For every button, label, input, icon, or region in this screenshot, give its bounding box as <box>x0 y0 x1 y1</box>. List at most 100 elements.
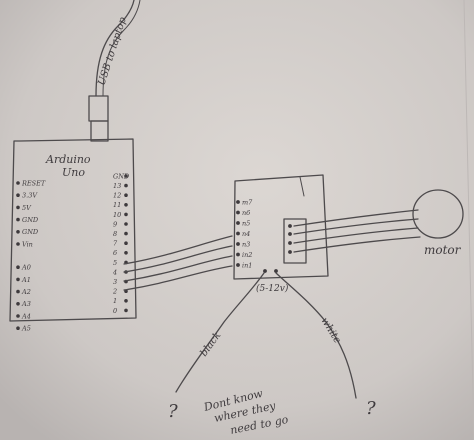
question-mark-right: ? <box>366 398 376 419</box>
driver-pin-label: in1 <box>242 262 252 270</box>
driver-pin-dot <box>236 263 240 267</box>
arduino-left-pin-label: A5 <box>21 325 31 333</box>
arduino-left-pin-dot <box>16 193 20 197</box>
arduino-left-pin-label: A3 <box>21 300 31 308</box>
arduino-left-pin-label: 3.3V <box>22 192 38 200</box>
arduino-board <box>9 138 137 322</box>
power-pin-left <box>263 269 267 273</box>
arduino-right-pin-dot <box>124 308 128 313</box>
arduino-subtitle: Uno <box>62 166 85 179</box>
motor-connector-pins <box>288 224 292 254</box>
driver-pin-label: n6 <box>242 209 250 217</box>
arduino-right-pin-label: 7 <box>113 240 118 248</box>
driver-board-edge <box>299 176 305 197</box>
arduino-right-pin-label: 9 <box>113 220 117 228</box>
arduino-left-pin-dot <box>16 314 20 318</box>
arduino-right-pin-dot <box>124 174 128 178</box>
arduino-right-pin-label: 10 <box>113 211 121 219</box>
arduino-right-pin-label: 8 <box>113 230 117 238</box>
arduino-left-pin-label: Vin <box>22 240 33 248</box>
arduino-left-pin-dot <box>16 277 20 282</box>
arduino-title: Arduino <box>45 153 91 166</box>
arduino-right-pin-label: 1 <box>113 297 117 305</box>
usb-cable <box>95 0 135 97</box>
power-pins <box>263 269 278 273</box>
black-wire <box>175 272 265 393</box>
driver-pin-dot <box>236 210 240 215</box>
arduino-right-pin-label: 6 <box>113 249 117 257</box>
driver-pin-label: in2 <box>242 251 252 259</box>
arduino-right-pin-label: GND <box>113 172 130 180</box>
motor-connector-pin <box>288 250 292 254</box>
arduino-left-pin-label: A2 <box>21 288 31 296</box>
motor-wire <box>293 218 419 235</box>
arduino-right-pin-label: 13 <box>113 182 121 190</box>
question-mark-left: ? <box>168 401 178 422</box>
usb-cable-edge <box>102 0 141 97</box>
driver-pin-label: n4 <box>242 230 250 238</box>
motor-wire <box>293 209 419 227</box>
motor-wires <box>293 209 421 253</box>
arduino-right-pin-label: 12 <box>113 192 121 200</box>
arduino-right-pin-label: 3 <box>113 278 117 286</box>
driver-pin-dot <box>236 231 240 236</box>
arduino-right-pin-dot <box>124 251 128 255</box>
motor-connector-pin <box>288 232 292 236</box>
arduino-left-pin-label: A4 <box>21 312 31 320</box>
arduino-left-pin-label: GND <box>22 216 39 224</box>
motor-connector-pin <box>288 224 292 228</box>
signal-wires <box>123 235 233 291</box>
arduino-left-pin-dot <box>16 302 20 306</box>
arduino-right-pin-dot <box>124 203 128 207</box>
arduino-right-pin-dot <box>124 183 128 188</box>
arduino-right-pin-label: 2 <box>112 288 117 296</box>
arduino-left-pin-label: A0 <box>21 264 31 272</box>
white-wire <box>275 272 357 399</box>
wire-to-in1 <box>123 265 233 291</box>
power-pin-right <box>274 269 278 273</box>
driver-pin-dot <box>236 252 240 257</box>
arduino-left-pin-dot <box>16 242 20 246</box>
motor-wire <box>293 236 421 253</box>
arduino-right-pin-label: 11 <box>113 201 121 209</box>
driver-board <box>233 174 329 280</box>
driver-pin-dot <box>236 200 240 204</box>
power-label: (5-12v) <box>256 283 289 294</box>
arduino-right-pin-label: 4 <box>112 268 117 276</box>
arduino-right-pin-dot <box>124 299 128 303</box>
arduino-left-pin-dot <box>16 217 20 222</box>
arduino-left-pin-label: RESET <box>21 179 46 187</box>
paper-fold <box>463 0 474 440</box>
arduino-left-pin-dot <box>16 181 20 185</box>
arduino-left-pin-dot <box>16 230 20 234</box>
arduino-right-pin-dot <box>124 231 128 236</box>
arduino-left-pin-label: GND <box>22 228 39 236</box>
arduino-right-pin-dot <box>124 241 128 245</box>
wire-to-in4 <box>123 235 233 265</box>
arduino-left-pin-dot <box>16 205 20 210</box>
driver-pin-label: m7 <box>242 199 253 207</box>
usb-connector <box>90 120 109 142</box>
arduino-left-pin-label: 5V <box>22 204 32 212</box>
wire-to-in3 <box>123 245 233 273</box>
arduino-left-pin-dot <box>16 326 20 331</box>
motor <box>412 189 464 239</box>
arduino-left-pin-dot <box>16 289 20 294</box>
motor-wire <box>293 227 419 244</box>
arduino-right-pin-label: 0 <box>113 307 117 315</box>
arduino-right-pin-dot <box>124 222 128 226</box>
arduino-left-pin-dot <box>16 265 20 270</box>
motor-label: motor <box>424 243 462 257</box>
driver-pin-label: n5 <box>242 220 250 228</box>
driver-pin-dot <box>236 221 240 225</box>
arduino-right-pin-dot <box>124 212 128 217</box>
driver-pin-dot <box>236 242 240 246</box>
arduino-right-pin-label: 5 <box>113 259 117 267</box>
arduino-right-pin-dot <box>124 193 128 197</box>
arduino-left-pin-label: A1 <box>21 276 31 284</box>
